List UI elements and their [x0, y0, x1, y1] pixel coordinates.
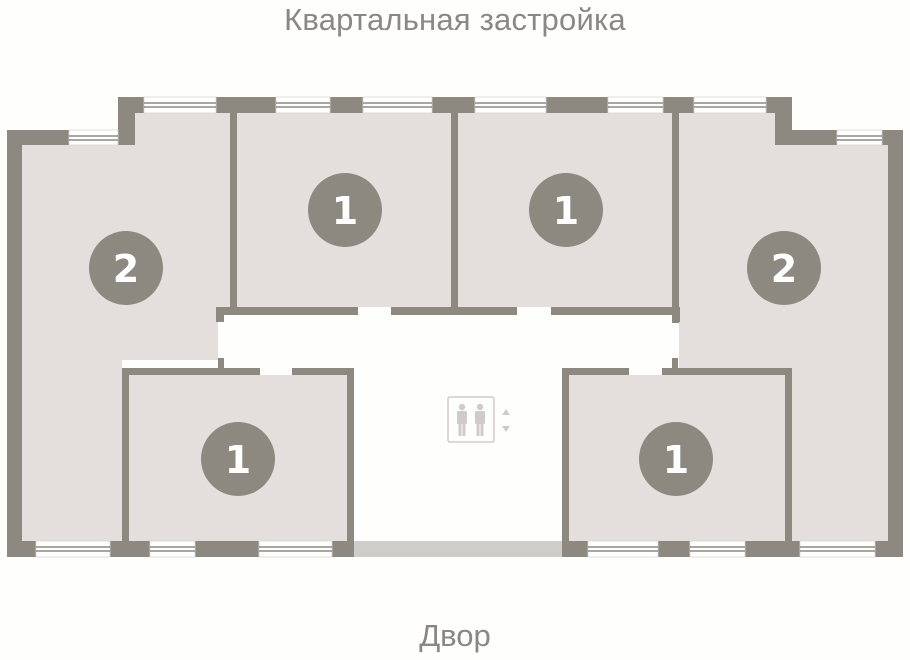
room-count: 2 — [771, 247, 797, 291]
badge-circle-icon — [308, 173, 382, 247]
room-count: 1 — [225, 438, 251, 482]
room-fills — [22, 113, 888, 541]
elevator-icon — [447, 396, 495, 443]
courtyard-side-label: Двор — [419, 618, 491, 653]
room-count: 1 — [553, 189, 579, 233]
apartment-badge-right-2[interactable]: 2 — [747, 231, 821, 305]
room-count: 1 — [663, 438, 689, 482]
badge-circle-icon — [201, 422, 275, 496]
apartment-badge-bottom-1a[interactable]: 1 — [201, 422, 275, 496]
room-count: 2 — [113, 247, 139, 291]
windows — [35, 96, 883, 558]
entrance-strip — [354, 541, 562, 557]
badge-circle-icon — [639, 422, 713, 496]
badge-circle-icon — [529, 173, 603, 247]
apartment-badge-top-1b[interactable]: 1 — [529, 173, 603, 247]
apartment-badge-top-1a[interactable]: 1 — [308, 173, 382, 247]
street-side-label: Квартальная застройка — [284, 2, 626, 37]
badge-circle-icon — [89, 231, 163, 305]
badge-circle-icon — [747, 231, 821, 305]
apartment-badge-left-2[interactable]: 2 — [89, 231, 163, 305]
apartment-badge-bottom-1b[interactable]: 1 — [639, 422, 713, 496]
walls — [7, 97, 903, 557]
room-count: 1 — [332, 189, 358, 233]
up-down-arrows-icon — [502, 409, 510, 432]
